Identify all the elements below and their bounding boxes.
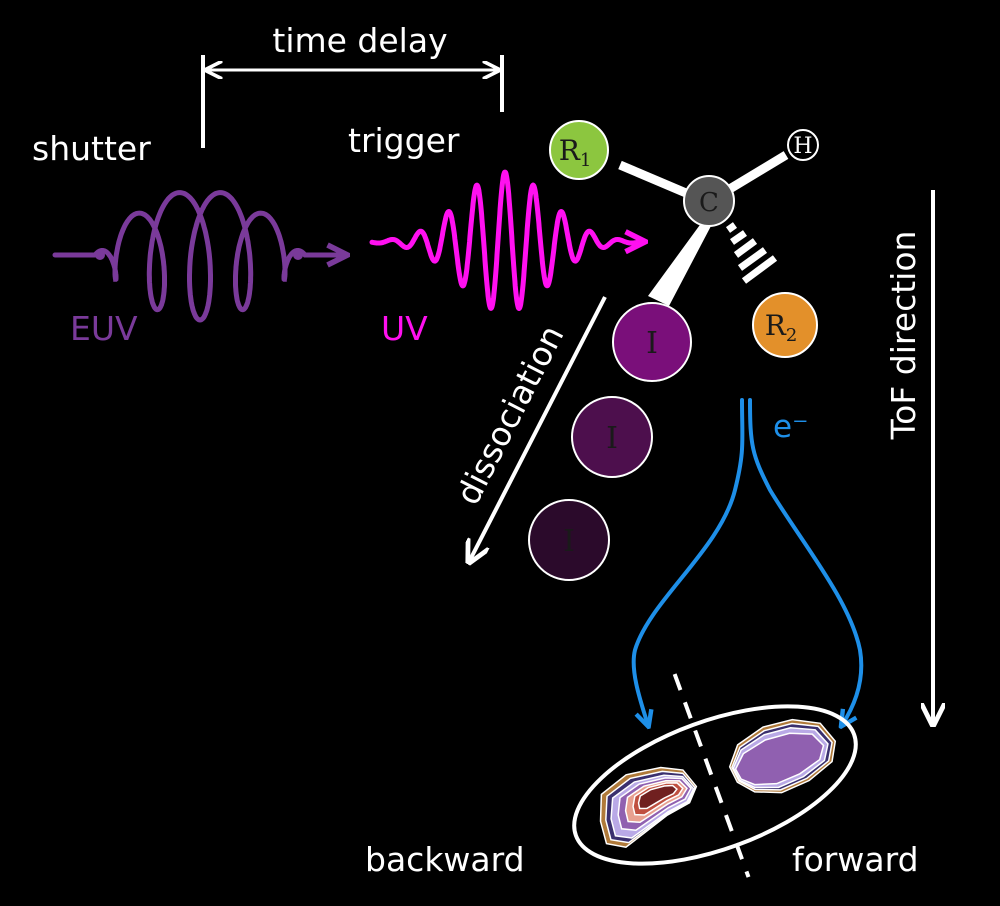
electron-path-forward: [748, 398, 864, 725]
hashed-bond-c-r2: [725, 222, 778, 284]
distribution-contour: [637, 784, 678, 810]
wedge-bond-c-i: [648, 222, 711, 306]
euv-label: EUV: [70, 309, 138, 348]
uv-label: UV: [381, 309, 428, 348]
euv-pulse-end-dot: [293, 250, 303, 260]
r1-atom-label: R1: [559, 134, 592, 171]
bond-c-r1: [618, 160, 688, 198]
dissociation-arrow: [470, 296, 607, 560]
uv-pulse-wave: [369, 169, 643, 311]
iodine-atom-3: [528, 499, 610, 581]
molecule: R1 H C R2 I I I: [528, 120, 819, 581]
bond-c-h: [725, 151, 789, 194]
euv-pulse-start-dot: [95, 250, 105, 260]
time-delay-label: time delay: [272, 21, 447, 60]
shutter-label: shutter: [32, 129, 151, 168]
iodine-atom-2-label: I: [606, 421, 618, 456]
detector-image: [572, 673, 858, 878]
hydrogen-atom-label: H: [793, 134, 812, 159]
iodine-atom-3-label: I: [563, 524, 575, 559]
r1-atom: [549, 120, 609, 180]
r2-atom-label: R2: [765, 309, 798, 346]
distribution-contour: [734, 732, 825, 786]
backward-label: backward: [365, 840, 525, 879]
euv-pulse-helix: [52, 190, 345, 323]
forward-distribution: [728, 718, 837, 794]
hydrogen-atom: [787, 129, 819, 161]
tof-direction-label: ToF direction: [884, 231, 923, 441]
time-delay-bracket: [201, 55, 504, 148]
iodine-atom-1-label: I: [646, 326, 658, 361]
backward-distribution: [599, 766, 698, 849]
iodine-atom-1: [612, 302, 692, 382]
electron-path-backward: [631, 398, 745, 725]
electron-trajectories: [631, 398, 864, 725]
carbon-atom-label: C: [699, 188, 719, 218]
iodine-atom-2: [571, 396, 653, 478]
carbon-atom: [683, 175, 735, 227]
r2-atom: [752, 292, 818, 358]
forward-label: forward: [792, 840, 919, 879]
electron-label: e⁻: [773, 409, 808, 445]
trigger-label: trigger: [348, 121, 460, 160]
